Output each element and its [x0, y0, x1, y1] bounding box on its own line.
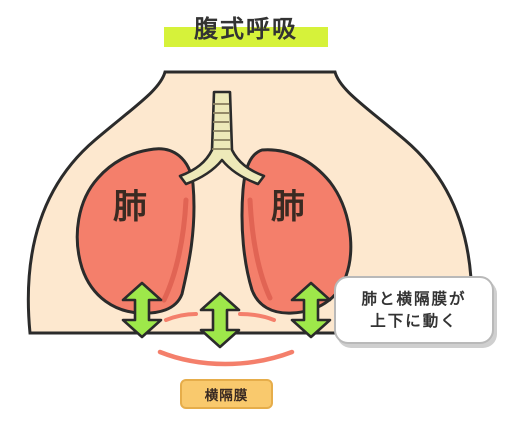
trachea	[178, 90, 266, 186]
callout-line-1: 肺と横隔膜が	[361, 289, 467, 308]
callout-line-2: 上下に動く	[370, 311, 458, 330]
right-lung-label: 肺	[271, 187, 305, 227]
page-title: 腹式呼吸	[162, 12, 330, 47]
diaphragm-upper-right	[238, 312, 276, 322]
title-highlight	[164, 27, 328, 47]
title-text: 腹式呼吸	[194, 15, 298, 43]
diaphragm-tag-label: 横隔膜	[204, 388, 249, 404]
right-lung	[240, 148, 353, 315]
left-lung-label: 肺	[113, 187, 147, 227]
diaphragm-tag: 横隔膜	[180, 379, 273, 409]
callout-bubble: 肺と横隔膜が 上下に動く	[334, 276, 494, 344]
diaphragm-upper-left	[164, 312, 198, 322]
diaphragm-lower	[157, 349, 295, 367]
